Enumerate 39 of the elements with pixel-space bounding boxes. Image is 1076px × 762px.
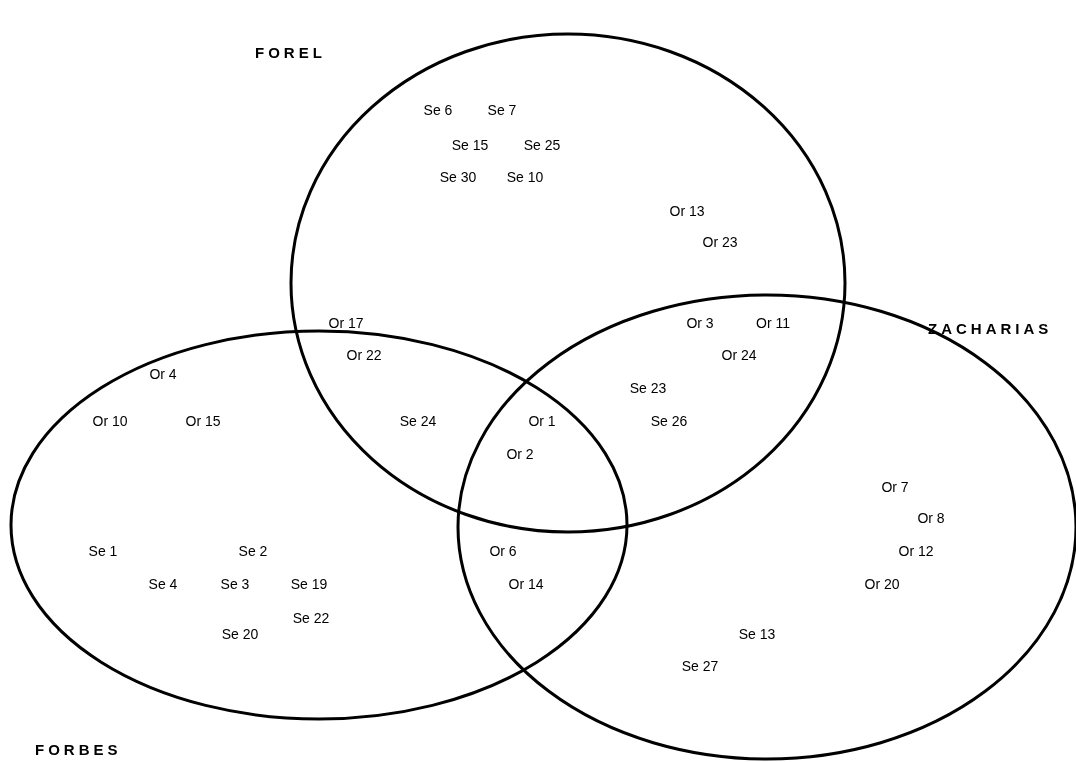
member-label: Or 3 <box>686 315 714 331</box>
member-label: Se 10 <box>506 169 544 185</box>
member-label: Se 22 <box>292 610 330 626</box>
set-title: ZACHARIAS <box>928 320 1053 337</box>
member-label: Or 20 <box>864 576 900 592</box>
member-label: Se 26 <box>650 413 688 429</box>
member-label: Se 15 <box>451 137 489 153</box>
member-label: Or 8 <box>917 510 945 526</box>
member-label: Or 7 <box>881 479 909 495</box>
member-label: Se 20 <box>221 626 259 642</box>
member-label: Se 2 <box>238 543 268 559</box>
member-label: Or 17 <box>328 315 364 331</box>
member-label: Or 6 <box>489 543 517 559</box>
member-label: Or 12 <box>898 543 934 559</box>
member-label: Or 23 <box>702 234 738 250</box>
member-label: Or 15 <box>185 413 221 429</box>
set-title: FOREL <box>255 44 326 61</box>
member-label: Se 6 <box>423 102 453 118</box>
member-label: Or 11 <box>756 315 790 331</box>
member-label: Se 23 <box>629 380 667 396</box>
member-label: Or 24 <box>721 347 757 363</box>
member-label: Se 13 <box>738 626 776 642</box>
member-label: Se 19 <box>290 576 328 592</box>
member-label: Se 3 <box>220 576 250 592</box>
member-label: Se 4 <box>148 576 178 592</box>
member-label: Or 14 <box>508 576 544 592</box>
member-label: Or 22 <box>346 347 382 363</box>
member-label: Se 7 <box>487 102 517 118</box>
member-label: Se 1 <box>88 543 118 559</box>
member-label: Or 2 <box>506 446 534 462</box>
member-label: Or 1 <box>528 413 556 429</box>
member-label: Se 25 <box>523 137 561 153</box>
member-label: Or 4 <box>149 366 177 382</box>
member-label: Se 27 <box>681 658 719 674</box>
member-label: Se 30 <box>439 169 477 185</box>
member-label: Or 13 <box>669 203 705 219</box>
set-title: FORBES <box>35 741 122 758</box>
member-label: Or 10 <box>92 413 128 429</box>
member-label: Se 24 <box>399 413 437 429</box>
